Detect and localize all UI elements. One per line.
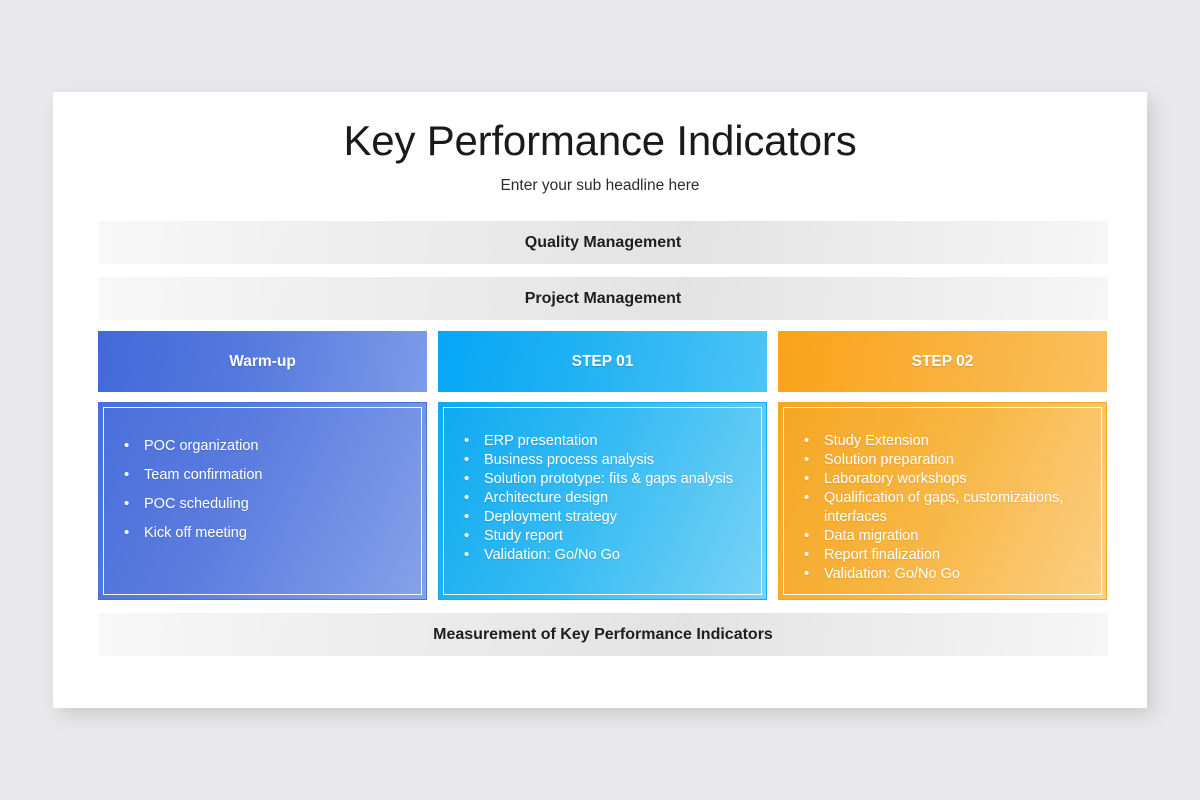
column-body-warm-up: POC organization Team confirmation POC s… — [98, 402, 427, 600]
column-header-warm-up-label: Warm-up — [229, 352, 296, 370]
columns-container: Warm-up POC organization Team confirmati… — [98, 331, 1108, 600]
banner-quality-management: Quality Management — [98, 221, 1108, 264]
bullet-list-step-01: ERP presentation Business process analys… — [444, 431, 761, 565]
banner-measurement-kpi: Measurement of Key Performance Indicator… — [98, 613, 1108, 656]
list-item: ERP presentation — [462, 431, 747, 451]
column-body-inner-warm-up: POC organization Team confirmation POC s… — [103, 407, 422, 595]
list-item: Kick off meeting — [122, 518, 407, 548]
column-header-step-02-label: STEP 02 — [911, 352, 974, 370]
column-step-02: STEP 02 Study Extension Solution prepara… — [778, 331, 1107, 600]
list-item: Deployment strategy — [462, 507, 747, 527]
list-item: Report finalization — [802, 545, 1087, 565]
bullet-list-step-02: Study Extension Solution preparation Lab… — [784, 431, 1101, 584]
banner-quality-management-label: Quality Management — [524, 233, 682, 251]
list-item: Validation: Go/No Go — [802, 564, 1087, 584]
list-item: Study Extension — [802, 431, 1087, 451]
column-body-step-01: ERP presentation Business process analys… — [438, 402, 767, 600]
list-item: Data migration — [802, 526, 1087, 546]
column-step-01: STEP 01 ERP presentation Business proces… — [438, 331, 767, 600]
list-item: Laboratory workshops — [802, 469, 1087, 489]
column-header-step-02[interactable]: STEP 02 — [778, 331, 1107, 392]
banner-measurement-kpi-label: Measurement of Key Performance Indicator… — [433, 625, 773, 643]
list-item: Team confirmation — [122, 460, 407, 490]
list-item: POC organization — [122, 431, 407, 461]
list-item: Study report — [462, 526, 747, 546]
column-header-step-01[interactable]: STEP 01 — [438, 331, 767, 392]
slide-canvas: Key Performance Indicators Enter your su… — [53, 92, 1147, 708]
page-title: Key Performance Indicators — [343, 117, 857, 164]
page-subtitle: Enter your sub headline here — [500, 177, 700, 195]
banner-project-management-label: Project Management — [524, 289, 682, 307]
list-item: Architecture design — [462, 488, 747, 508]
column-body-inner-step-01: ERP presentation Business process analys… — [443, 407, 762, 595]
list-item: POC scheduling — [122, 489, 407, 519]
column-header-warm-up[interactable]: Warm-up — [98, 331, 427, 392]
column-header-step-01-label: STEP 01 — [571, 352, 634, 370]
list-item: Solution preparation — [802, 450, 1087, 470]
column-body-step-02: Study Extension Solution preparation Lab… — [778, 402, 1107, 600]
list-item: Business process analysis — [462, 450, 747, 470]
column-body-inner-step-02: Study Extension Solution preparation Lab… — [783, 407, 1102, 595]
bullet-list-warm-up: POC organization Team confirmation POC s… — [104, 431, 421, 548]
column-warm-up: Warm-up POC organization Team confirmati… — [98, 331, 427, 600]
title-block: Key Performance Indicators Enter your su… — [53, 117, 1147, 195]
list-item: Solution prototype: fits & gaps analysis — [462, 469, 747, 489]
list-item: Qualification of gaps, customizations, i… — [802, 488, 1087, 527]
banner-project-management: Project Management — [98, 277, 1108, 320]
list-item: Validation: Go/No Go — [462, 545, 747, 565]
